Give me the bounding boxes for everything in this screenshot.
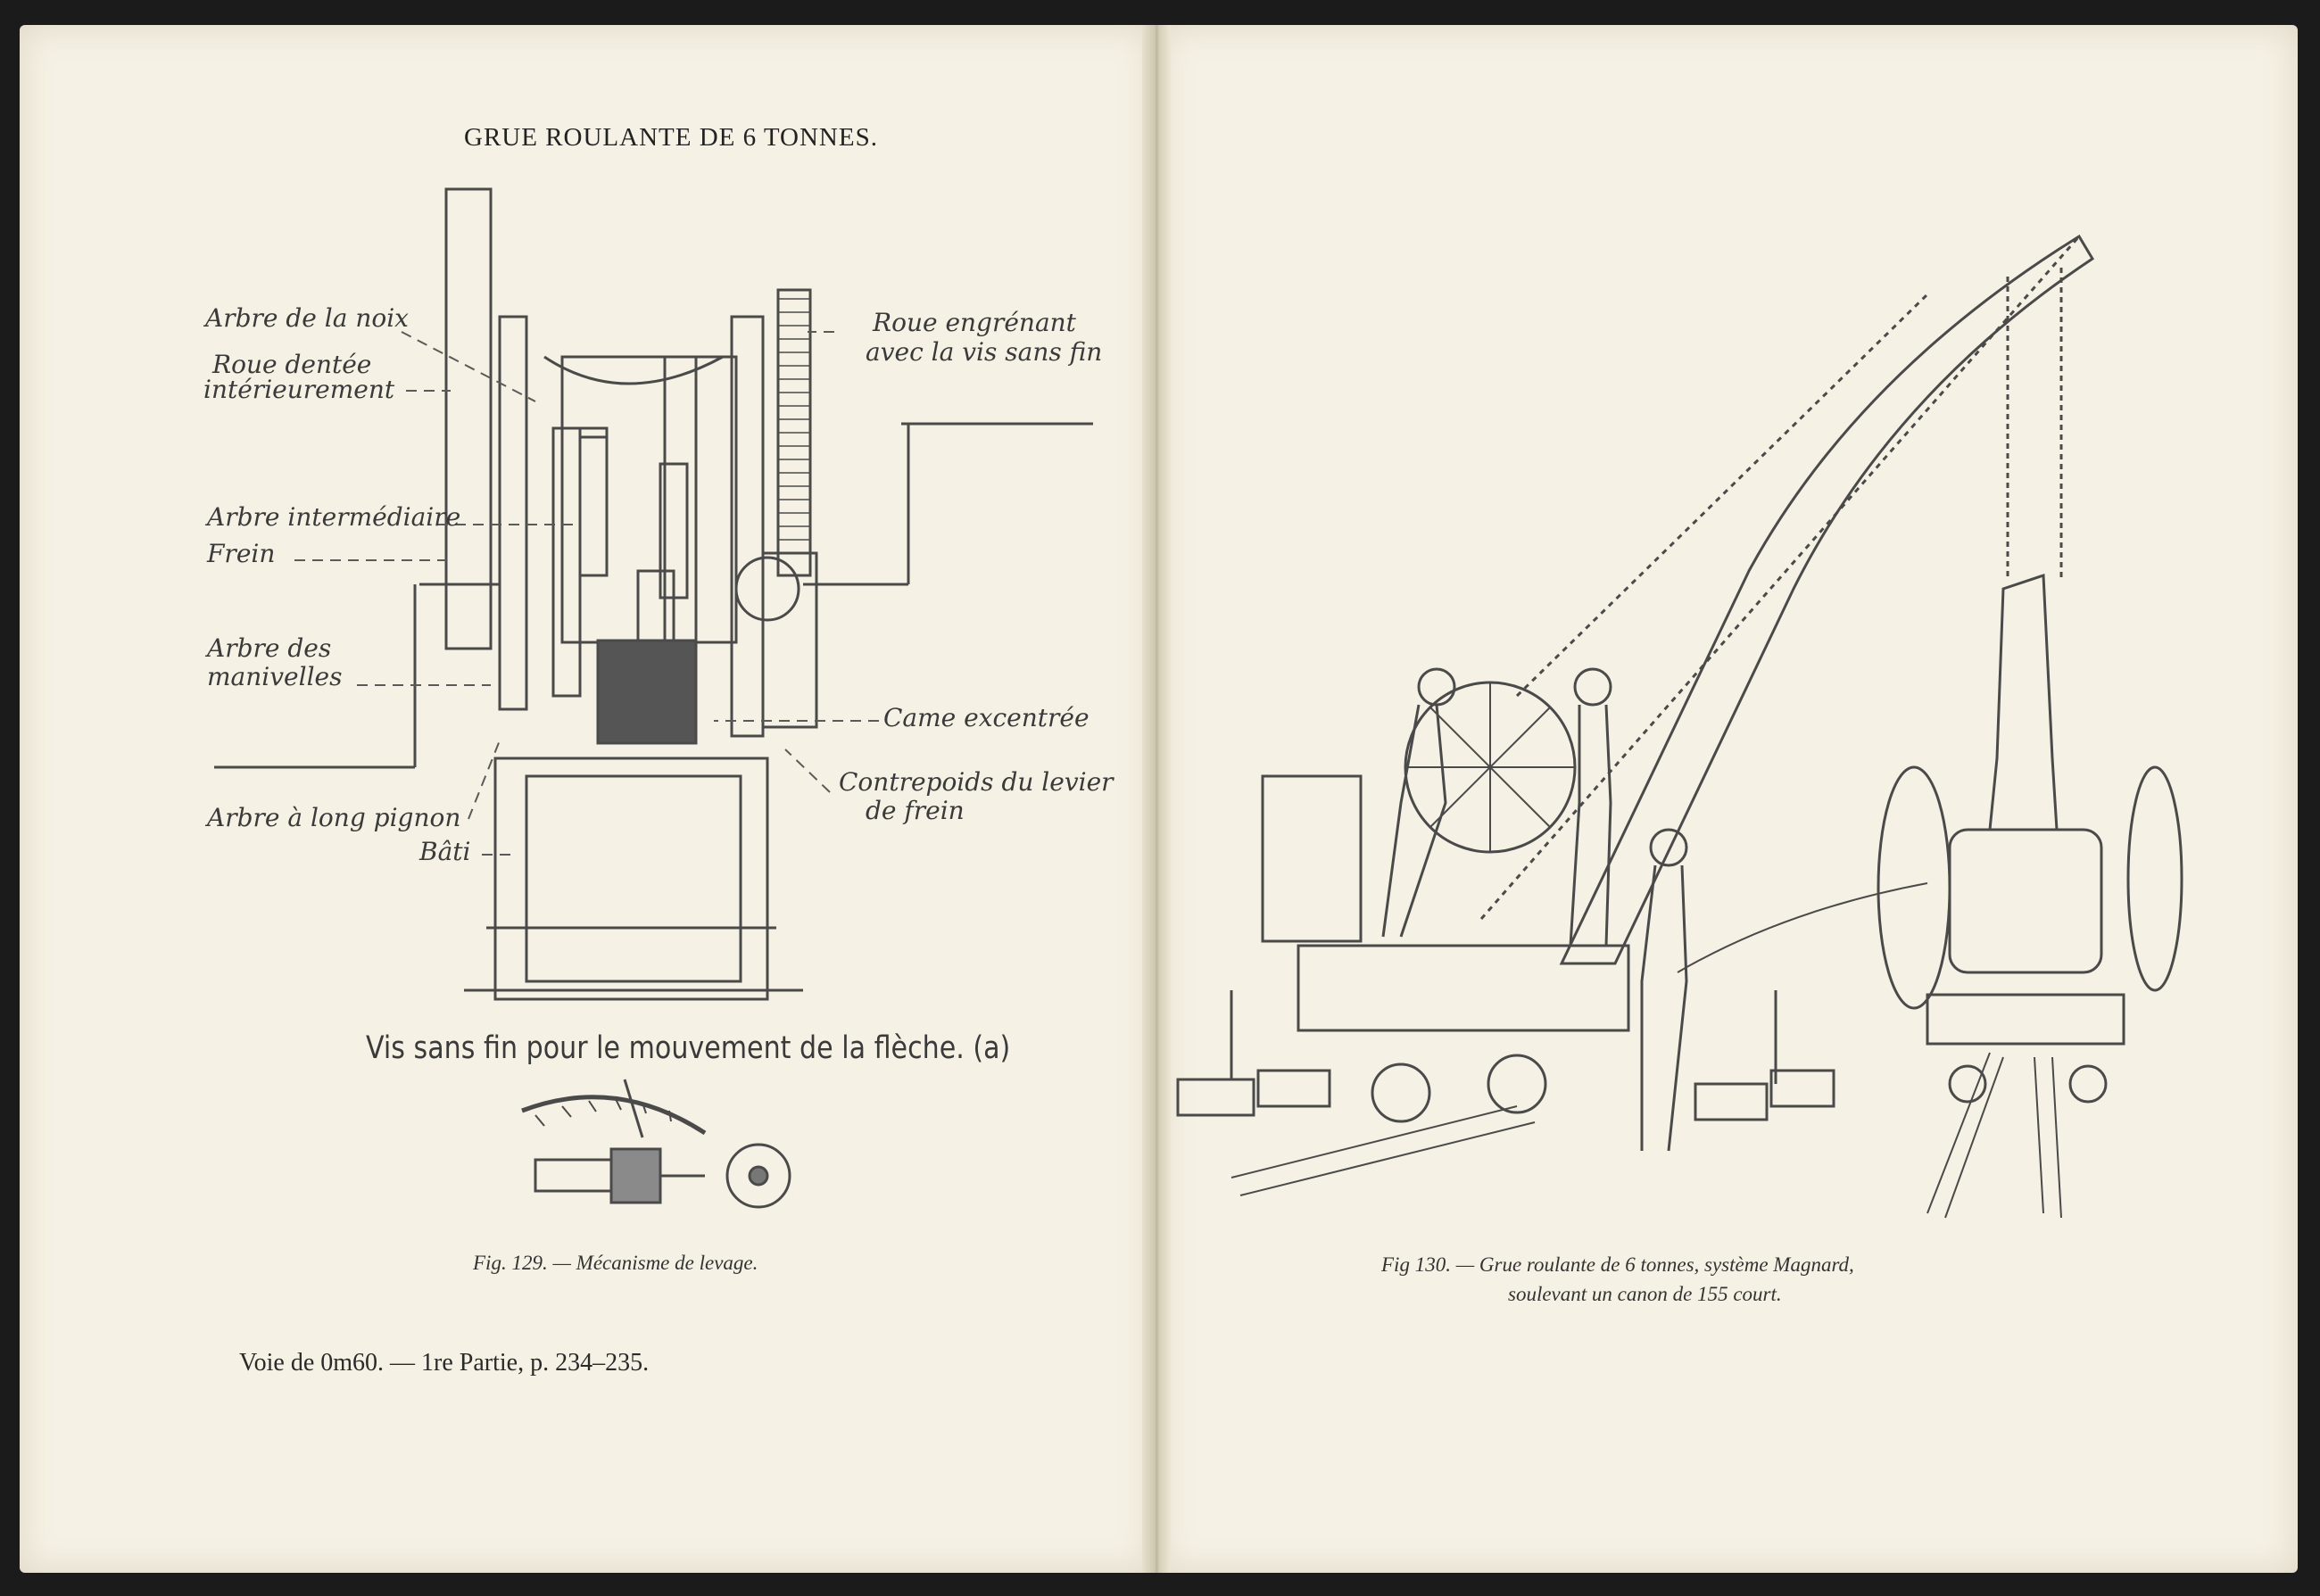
outrigger-pad-4 <box>1769 1069 1835 1108</box>
brake-housing <box>761 551 818 729</box>
boom-stay-chain <box>1515 293 1929 698</box>
gun-barrel <box>1988 573 2059 831</box>
caption-fig-number: Fig. 129. <box>473 1252 548 1274</box>
label-roue-engrenant-1: Roue engrénant <box>873 308 1076 337</box>
base-inner <box>525 774 742 983</box>
right-page <box>1160 25 2298 1573</box>
label-frein: Frein <box>207 539 276 568</box>
caption-fig-number: Fig 130. <box>1381 1253 1451 1276</box>
book-gutter <box>1142 25 1171 1573</box>
frame-plate-left <box>444 187 493 650</box>
label-arbre-intermediaire: Arbre intermédiaire <box>207 502 461 532</box>
gun-breech <box>1948 828 2103 974</box>
hand-wheel-spokes <box>1405 682 1575 852</box>
boom-chain <box>1479 236 2081 920</box>
label-bati: Bâti <box>419 837 471 866</box>
gun-bogie <box>1926 993 2125 1046</box>
eccentric-cam <box>734 556 800 622</box>
crane-platform <box>1297 944 1630 1032</box>
outrigger-pad-1 <box>1176 1078 1255 1117</box>
housing-right <box>730 315 765 738</box>
crane-wheel-1 <box>1371 1063 1431 1123</box>
caption-fig-text: — Grue roulante de 6 tonnes, système Mag… <box>1455 1253 1854 1276</box>
wheel-teeth <box>778 298 810 554</box>
worm-screw-title: Vis sans fin pour le mouvement de la flè… <box>366 1030 1011 1066</box>
page-footer: Voie de 0m60. — 1re Partie, p. 234–235. <box>239 1349 650 1377</box>
gun-wheel-left <box>1877 765 1951 1010</box>
label-contrepoids-2: de frein <box>866 796 965 825</box>
outrigger-pad-3 <box>1694 1082 1769 1121</box>
rails <box>1230 1052 2062 1219</box>
label-roue-dentee-2: intérieurement <box>203 375 395 404</box>
caption-fig-130-line2: soulevant un canon de 155 court. <box>1508 1283 1782 1305</box>
drum-block <box>596 639 698 745</box>
gun-wheel-right <box>2126 765 2183 992</box>
crank-left <box>214 583 500 769</box>
crane-wheel-2 <box>1487 1054 1547 1114</box>
gun-bogie-wheel-2 <box>2068 1064 2108 1104</box>
label-arbre-manivelles-1: Arbre des <box>207 633 332 663</box>
crank-right <box>803 422 1093 586</box>
label-arbre-noix: Arbre de la noix <box>205 303 409 333</box>
caption-fig-text: — Mécanisme de levage. <box>552 1252 758 1274</box>
label-roue-engrenant-2: avec la vis sans fin <box>866 337 1103 367</box>
drum-column <box>663 355 738 644</box>
caption-fig-130: Fig 130. — Grue roulante de 6 tonnes, sy… <box>1381 1253 1854 1277</box>
label-arbre-long-pignon: Arbre à long pignon <box>207 803 461 832</box>
workers <box>1381 667 1688 1152</box>
frame-bracket-1 <box>498 315 528 711</box>
leader-lines <box>294 331 879 856</box>
caption-fig-129: Fig. 129. — Mécanisme de levage. <box>473 1252 758 1275</box>
running-head: GRUE ROULANTE DE 6 TONNES. <box>464 123 878 152</box>
left-page <box>20 25 1153 1573</box>
gun-bogie-wheel-1 <box>1948 1064 1987 1104</box>
guide-rope <box>1677 882 1928 973</box>
label-contrepoids-1: Contrepoids du levier <box>839 767 1114 797</box>
label-roue-dentee-1: Roue dentée <box>212 350 372 379</box>
outrigger-pad-2 <box>1256 1069 1331 1108</box>
label-came-excentree: Came excentrée <box>883 703 1090 732</box>
label-arbre-manivelles-2: manivelles <box>207 662 343 691</box>
worm-screw-drawing <box>521 1079 791 1209</box>
crane-cab <box>1261 774 1363 943</box>
drum-top-curve <box>543 355 724 385</box>
crane-boom <box>1559 234 2095 965</box>
gear-1 <box>578 426 609 577</box>
base-frame <box>493 757 769 1001</box>
